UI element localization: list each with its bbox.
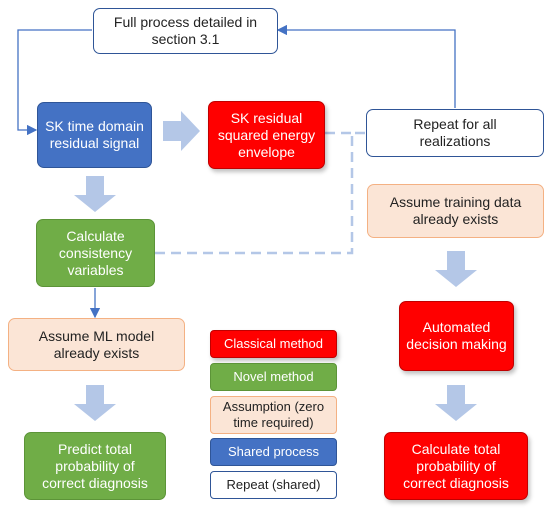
calc-total-box: Calculate total probability of correct d… xyxy=(384,432,528,500)
assume-training-box: Assume training data already exists xyxy=(367,184,544,238)
legend-repeat: Repeat (shared) xyxy=(210,471,337,499)
loop-connector-left xyxy=(17,29,92,136)
automated-decision-box: Automated decision making xyxy=(399,301,514,371)
loop-connector-right xyxy=(276,24,456,108)
assume-ml-box: Assume ML model already exists xyxy=(8,318,185,371)
block-arrow-down-right-1 xyxy=(435,251,477,287)
block-arrow-down-left-1 xyxy=(74,176,116,212)
calc-consistency-box: Calculate consistency variables xyxy=(36,219,155,287)
block-arrow-right xyxy=(163,111,200,151)
sk-time-domain-box: SK time domain residual signal xyxy=(37,102,152,168)
block-arrow-down-right-2 xyxy=(435,385,477,421)
legend-assumption: Assumption (zero time required) xyxy=(210,396,337,434)
legend-novel: Novel method xyxy=(210,363,337,391)
block-arrow-down-left-2 xyxy=(74,385,116,421)
legend-shared: Shared process xyxy=(210,438,337,466)
legend-classical: Classical method xyxy=(210,330,337,358)
predict-total-box: Predict total probability of correct dia… xyxy=(24,432,166,500)
repeat-all-box: Repeat for all realizations xyxy=(366,109,544,157)
sk-energy-envelope-box: SK residual squared energy envelope xyxy=(208,101,325,169)
dashed-connector xyxy=(155,131,367,255)
full-process-box: Full process detailed in section 3.1 xyxy=(93,8,278,54)
